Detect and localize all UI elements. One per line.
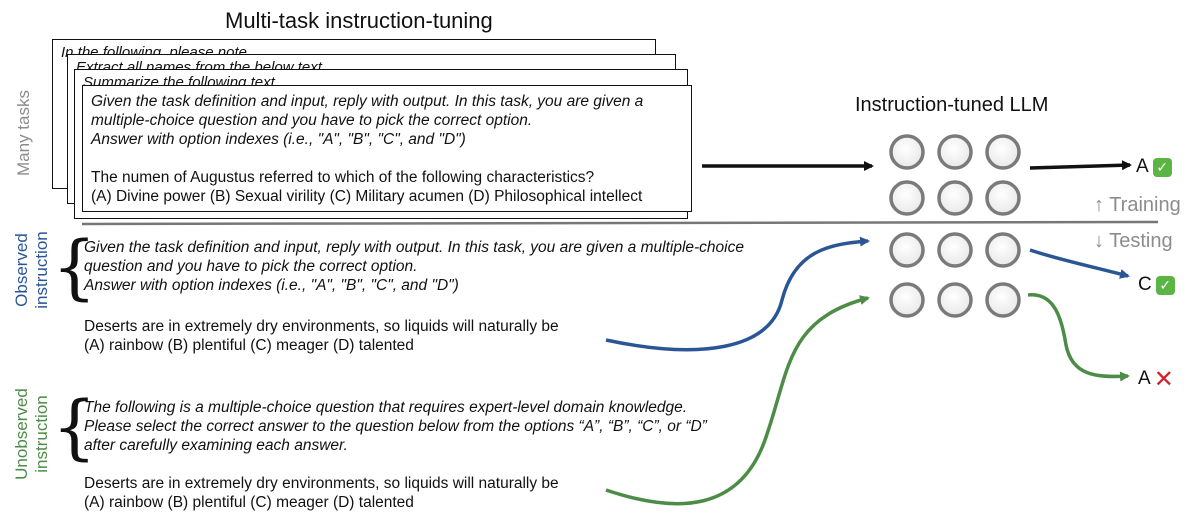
observed-instruction-line-3: Answer with option indexes (i.e., "A", "… — [84, 277, 459, 294]
training-label: ↑ Training — [1094, 194, 1181, 216]
neuron-node — [985, 180, 1021, 216]
task-card-front: Given the task definition and input, rep… — [82, 85, 692, 212]
observed-question-line-2: (A) rainbow (B) plentiful (C) meager (D)… — [84, 337, 414, 354]
front-question-line-2: (A) Divine power (B) Sexual virility (C)… — [91, 188, 643, 205]
observed-brace: { — [52, 226, 97, 308]
front-question-line-1: The numen of Augustus referred to which … — [91, 169, 595, 186]
neuron-node — [889, 232, 925, 268]
neuron-node — [937, 282, 973, 318]
training-answer: A — [1136, 156, 1149, 177]
correct-check-icon: ✓ — [1152, 157, 1172, 177]
unobserved-instruction-line-2: Please select the correct answer to the … — [84, 418, 707, 435]
unobserved-instruction-line-3: after carefully examining each answer. — [84, 437, 348, 454]
front-instruction-line-3: Answer with option indexes (i.e., "A", "… — [91, 131, 466, 148]
unobserved-question-line-2: (A) rainbow (B) plentiful (C) meager (D)… — [84, 494, 414, 511]
observed-instruction-line-1: Given the task definition and input, rep… — [84, 239, 744, 256]
neuron-node — [985, 282, 1021, 318]
training-output: A ✓ — [1136, 156, 1172, 178]
neuron-node — [985, 134, 1021, 170]
front-instruction-line-1: Given the task definition and input, rep… — [91, 93, 644, 110]
testing-label: ↓ Testing — [1094, 230, 1173, 252]
llm-neurons — [889, 134, 1021, 318]
observed-output-arrow — [1029, 248, 1130, 279]
observed-instruction-line-2: question and you have to pick the correc… — [84, 258, 418, 275]
observed-question: Deserts are in extremely dry environment… — [84, 317, 559, 355]
unobserved-instruction-line-1: The following is a multiple-choice quest… — [84, 399, 688, 416]
neuron-node — [937, 180, 973, 216]
observed-input-arrow — [605, 236, 870, 352]
neuron-node — [889, 180, 925, 216]
neuron-node — [937, 232, 973, 268]
observed-question-line-1: Deserts are in extremely dry environment… — [84, 318, 559, 335]
diagram-title: Multi-task instruction-tuning — [225, 8, 493, 33]
neuron-node — [985, 232, 1021, 268]
unobserved-brace: { — [52, 386, 97, 468]
unobserved-answer: A — [1138, 368, 1151, 389]
unobserved-output-arrow — [1027, 293, 1130, 382]
train-test-separator — [81, 220, 1159, 226]
neuron-node — [889, 134, 925, 170]
observed-instruction: Given the task definition and input, rep… — [84, 238, 744, 295]
front-instruction-line-2: multiple-choice question and you have to… — [91, 112, 533, 129]
unobserved-input-arrow — [605, 295, 870, 506]
neuron-node — [937, 134, 973, 170]
correct-check-icon: ✓ — [1155, 275, 1175, 295]
observed-answer: C — [1138, 274, 1152, 295]
wrong-cross-icon: ✕ — [1153, 365, 1174, 393]
observed-output: C ✓ — [1138, 274, 1175, 296]
training-output-arrow — [1029, 160, 1132, 171]
neuron-node — [889, 282, 925, 318]
unobserved-question-line-1: Deserts are in extremely dry environment… — [84, 475, 559, 492]
unobserved-instruction: The following is a multiple-choice quest… — [84, 398, 707, 455]
unobserved-output: A ✕ — [1138, 365, 1174, 393]
unobserved-question: Deserts are in extremely dry environment… — [84, 474, 559, 512]
llm-title: Instruction-tuned LLM — [855, 94, 1049, 116]
